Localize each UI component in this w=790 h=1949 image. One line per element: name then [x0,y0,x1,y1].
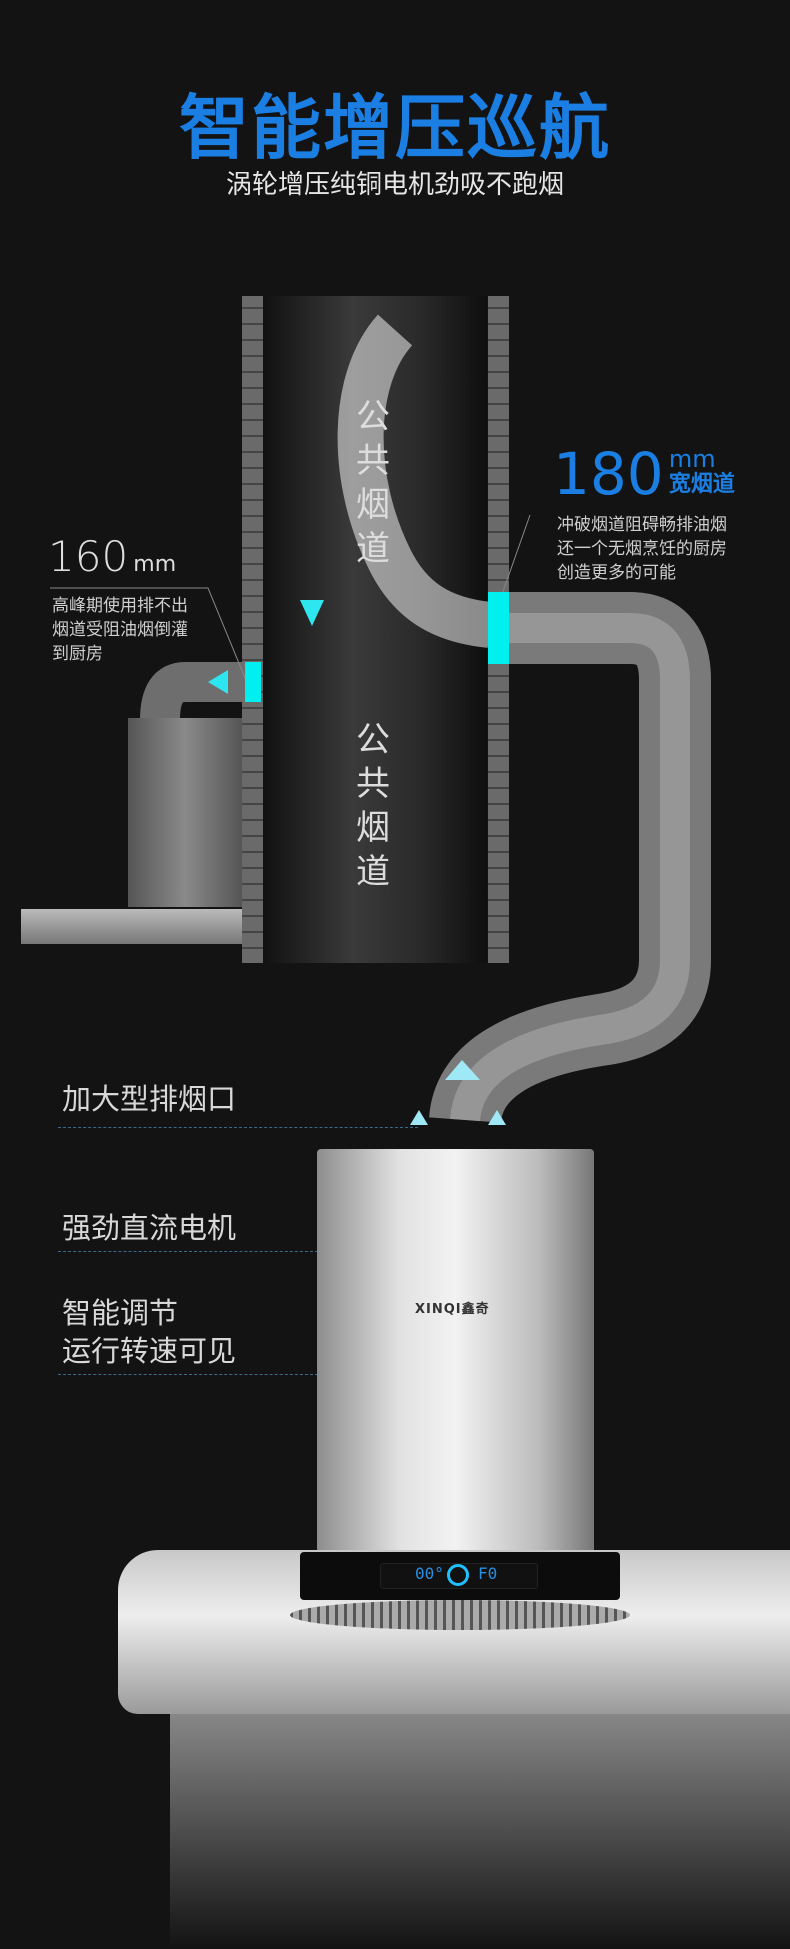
page-title: 智能增压巡航 [179,87,611,169]
flue-label-upper: 公共烟道 [356,397,390,569]
wide-outlet-marker [488,592,509,664]
fan-grille [290,1600,630,1630]
wide-duct-desc: 冲破烟道阻碍畅排油烟 还一个无烟烹饪的厨房 创造更多的可能 [557,513,727,585]
desc-line: 创造更多的可能 [557,563,676,583]
light-beam [170,1714,790,1949]
desc-line: 高峰期使用排不出 [52,596,188,616]
feature-large-outlet: 加大型排烟口 [62,1082,237,1116]
desc-line: 到厨房 [52,644,103,664]
feature-speed-visible: 运行转速可见 [62,1334,237,1368]
divider [58,1374,318,1375]
narrow-duct-pipe [140,662,245,721]
callout-line [499,514,531,601]
wide-duct-size: 180 [553,440,664,508]
down-arrow-icon [300,600,324,626]
old-hood-illustration [128,718,242,907]
desc-line: 还一个无烟烹饪的厨房 [557,539,727,559]
brand-logo: XINQI鑫奇 [415,1302,490,1317]
wide-duct-unit: mm [668,445,716,473]
divider [58,1251,318,1252]
range-hood-chimney [317,1149,594,1553]
power-button[interactable] [447,1564,469,1586]
up-arrow-icon [445,1060,480,1080]
feature-smart-adjust: 智能调节 [62,1296,179,1330]
page-subtitle: 涡轮增压纯铜电机劲吸不跑烟 [225,170,564,200]
left-arrow-icon [208,670,228,694]
flue-wall-left [242,296,263,963]
up-arrow-icon [488,1110,506,1125]
callout-line [50,587,251,691]
wide-duct-name: 宽烟道 [668,472,735,497]
feature-dc-motor: 强劲直流电机 [62,1211,237,1245]
desc-line: 冲破烟道阻碍畅排油烟 [557,515,727,535]
display-right-value: F0 [478,1564,498,1583]
old-hood-canopy [21,909,242,944]
flue-label-lower: 公共烟道 [356,720,390,892]
desc-line: 烟道受阻油烟倒灌 [52,620,188,640]
smoke-plume [337,314,493,648]
narrow-duct-size: 160 [48,532,129,581]
up-arrow-icon [410,1110,428,1125]
display-left-value: 00° [415,1564,444,1583]
narrow-outlet-marker [245,662,261,702]
wide-duct-spec: 180 mm 宽烟道 [553,440,735,508]
narrow-duct-unit: mm [133,552,177,577]
narrow-duct-spec: 160 mm [48,532,176,581]
narrow-duct-desc: 高峰期使用排不出 烟道受阻油烟倒灌 到厨房 [52,594,188,666]
divider [58,1127,418,1128]
